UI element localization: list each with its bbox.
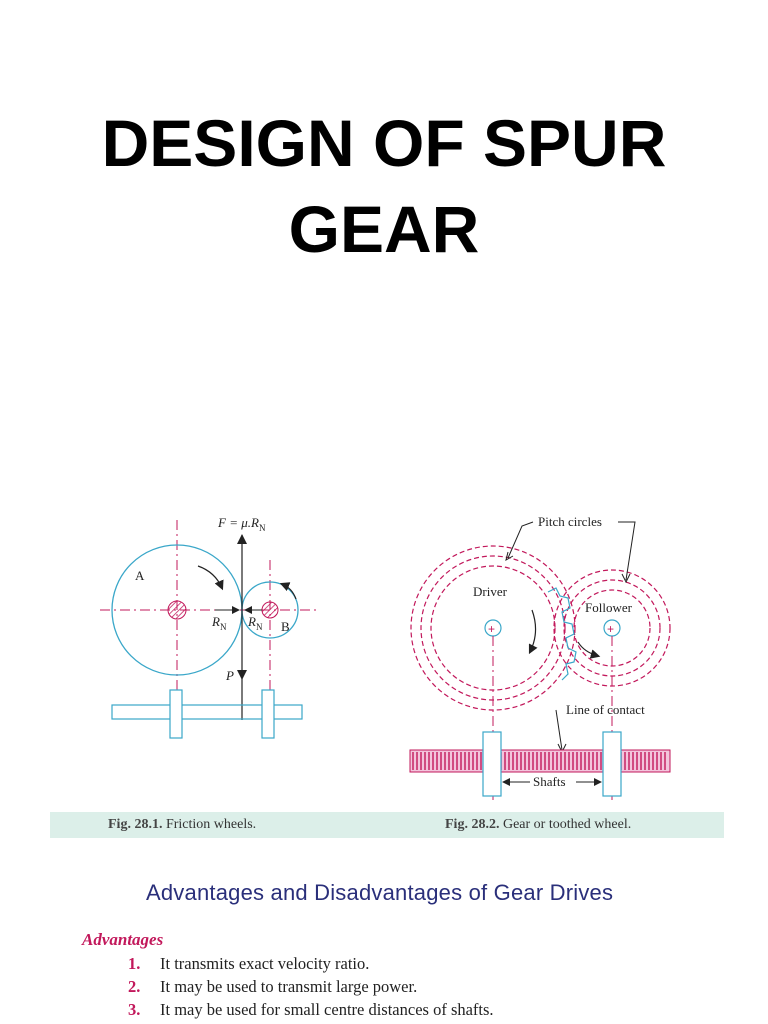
- figures: F = μ.RN A B RN RN P + +: [100, 514, 671, 800]
- svg-text:+: +: [488, 622, 495, 636]
- fig2-follower: Follower: [585, 600, 633, 615]
- fig2-caption: Fig. 28.2. Gear or toothed wheel.: [445, 817, 632, 832]
- title-line-2: GEAR: [288, 192, 480, 266]
- fig1-force-label: F = μ.RN: [217, 515, 266, 533]
- list-item: 2.It may be used to transmit large power…: [128, 977, 418, 996]
- fig1-rn-left: RN: [211, 614, 227, 632]
- svg-text:+: +: [607, 622, 614, 636]
- section-title: Advantages and Disadvantages of Gear Dri…: [146, 880, 614, 905]
- advantages-list: 1.It transmits exact velocity ratio. 2.I…: [128, 952, 494, 1021]
- fig2-line-of-contact: Line of contact: [566, 702, 645, 717]
- page-title: DESIGN OF SPUR GEAR: [0, 100, 768, 272]
- list-item: 3.It may be used for small centre distan…: [128, 1000, 494, 1019]
- fig2-pitch-circles: Pitch circles: [538, 514, 602, 529]
- rack-bar: [409, 749, 671, 773]
- fig1-p-label: P: [225, 668, 234, 683]
- fig1-caption: Fig. 28.1. Friction wheels.: [108, 817, 257, 832]
- fig1-label-b: B: [281, 619, 290, 634]
- fig2-shafts: Shafts: [533, 774, 566, 789]
- fig1-rn-right: RN: [247, 614, 263, 632]
- title-line-1: DESIGN OF SPUR: [101, 106, 667, 180]
- caption-bar: Fig. 28.1. Friction wheels. Fig. 28.2. G…: [50, 812, 724, 838]
- fig-gear-wheels: + + Pitch circles Driver Follower Line o…: [409, 514, 671, 800]
- fig1-label-a: A: [135, 568, 145, 583]
- list-item: 1.It transmits exact velocity ratio.: [128, 954, 370, 973]
- advantages-heading: Advantages: [82, 930, 164, 949]
- fig-friction-wheels: F = μ.RN A B RN RN P: [100, 515, 320, 739]
- fig2-driver: Driver: [473, 584, 508, 599]
